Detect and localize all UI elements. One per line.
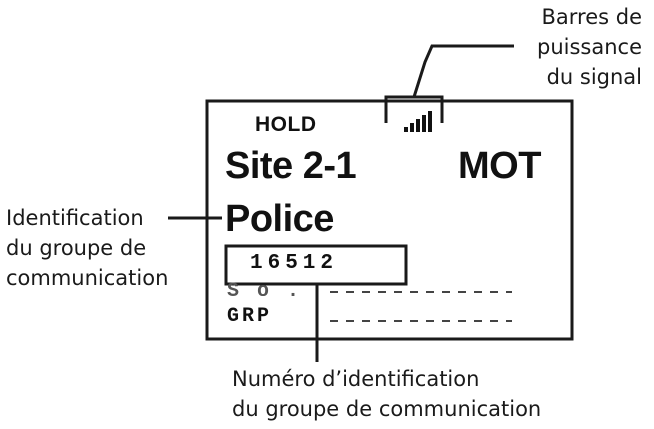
ident-callout-line-2: du groupe de [6,236,147,260]
talkgroup-name: Police [225,198,334,240]
talkgroup-number-callout: Numéro d’identification du groupe de com… [232,364,541,424]
signal-bars-callout: Barres de puissance du signal [512,2,642,92]
lcd-panel-border [205,99,574,341]
talkgroup-identification-callout: Identification du groupe de communicatio… [6,203,168,293]
signal-leader [412,44,514,98]
signal-strength-icon [404,111,432,132]
talkgroup-id: 16512 [250,252,339,275]
hold-status: HOLD [255,113,317,136]
grp-label: GRP [227,305,273,328]
signal-callout-line-1: Barres de [541,5,643,29]
ident-callout-line-3: communication [6,266,169,290]
signal-callout-line-3: du signal [546,65,642,89]
system-label: MOT [458,145,541,187]
row2-label: S o . [227,280,303,303]
number-callout-line-1: Numéro d’identification [232,367,480,391]
number-callout-line-2: du groupe de communication [232,397,542,421]
ident-callout-line-1: Identification [6,206,144,230]
site-label: Site 2-1 [225,145,357,187]
signal-callout-line-2: puissance [537,35,642,59]
